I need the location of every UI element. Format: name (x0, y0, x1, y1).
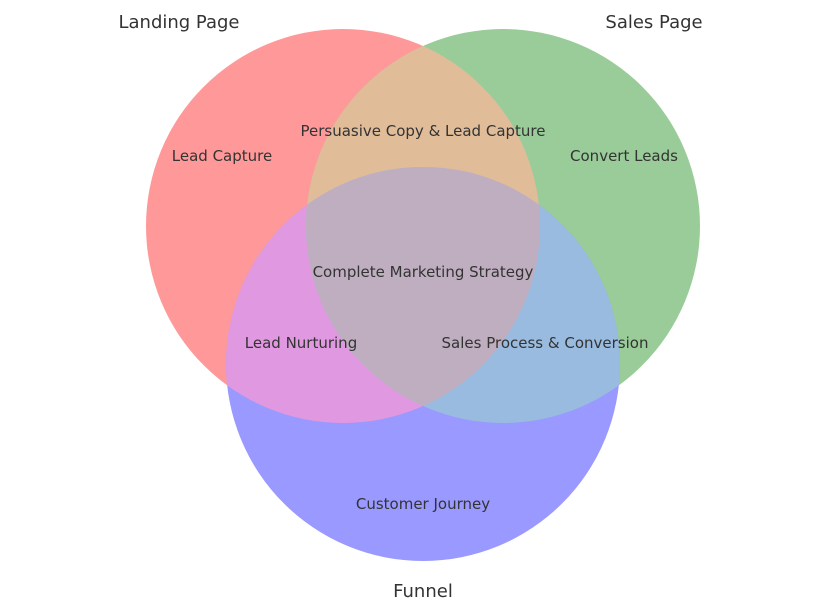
set-label-funnel: Funnel (393, 581, 453, 602)
region-label-landing-sales: Persuasive Copy & Lead Capture (300, 122, 545, 140)
region-label-landing-funnel: Lead Nurturing (245, 334, 357, 352)
region-label-sales-only: Convert Leads (570, 147, 678, 165)
set-label-sales-page: Sales Page (605, 12, 702, 33)
all-three-overlap (306, 167, 540, 423)
region-label-sales-funnel: Sales Process & Conversion (442, 334, 649, 352)
region-label-all-three: Complete Marketing Strategy (313, 263, 534, 281)
set-label-landing-page: Landing Page (118, 12, 239, 33)
region-label-landing-only: Lead Capture (172, 147, 272, 165)
region-label-funnel-only: Customer Journey (356, 495, 490, 513)
